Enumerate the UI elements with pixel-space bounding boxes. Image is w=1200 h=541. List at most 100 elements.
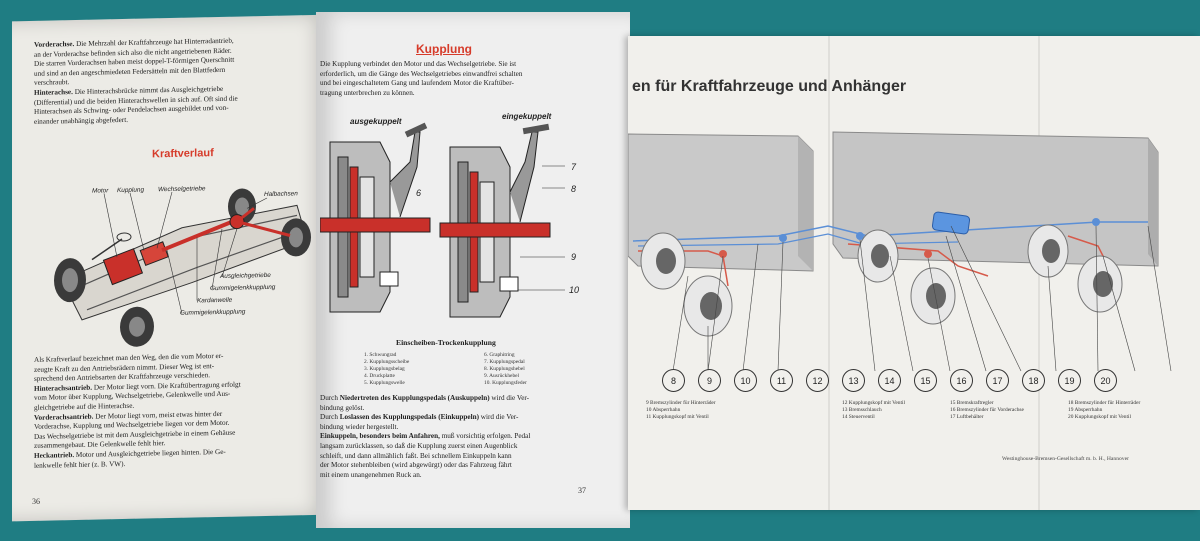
text-line-body: bindung gelöst. — [320, 403, 365, 412]
legend-item: 6. Graphitring — [484, 352, 515, 358]
figure-caption: Einscheiben-Trockenkupplung — [396, 338, 496, 347]
callout-circle-18: 18 — [1022, 369, 1045, 392]
callout-circle-19: 19 — [1058, 369, 1081, 392]
legend-item: 9 Bremszylinder für Hinterräder — [646, 400, 716, 406]
text-line-body: lenkwelle fehlt hier (z. B. VW). — [34, 459, 126, 470]
label-motor: Motor — [92, 187, 109, 195]
text-line-bold: Loslassen des Kupplungspedals (Einkuppel… — [339, 413, 479, 422]
label-ausgekuppelt: ausgekuppelt — [350, 117, 402, 126]
callout-9: 9 — [571, 252, 577, 262]
text-line: mit einem unangenehmen Ruck an. — [320, 471, 592, 481]
callout-circle-15: 15 — [914, 369, 937, 392]
label-halbachsen: Halbachsen — [264, 190, 298, 199]
text-line-bold: Hinterachse. — [34, 88, 73, 97]
text-line-body: wird die Ver- — [479, 413, 519, 422]
callout-circle-14: 14 — [878, 369, 901, 392]
label-gummigelenkkupplung-2: Gummigelenkkupplung — [180, 308, 246, 317]
text-line-body: einander unabhängig abgefedert. — [34, 115, 128, 126]
text-line-body: mit einem unangenehmen Ruck an. — [320, 470, 422, 479]
label-eingekuppelt: eingekuppelt — [502, 112, 552, 121]
text-line-bold: Einkuppeln, besonders beim Anfahren, — [320, 432, 440, 441]
text-line: tragung unterbrechen zu können. — [320, 89, 592, 99]
legend-item: 7. Kupplungspedal — [484, 359, 525, 365]
legend-item: 20 Kupplungskopf mit Ventil — [1068, 414, 1131, 420]
text-line-bold: Vorderachsantrieb. — [34, 412, 94, 422]
callout-circle-12: 12 — [806, 369, 829, 392]
label-kupplung: Kupplung — [117, 186, 145, 195]
kraftverlauf-heading: Kraftverlauf — [152, 147, 214, 161]
text-line-body: schleift, und dann allmählich faßt. Bei … — [320, 451, 512, 460]
legend-item: 14 Steuerventil — [842, 414, 875, 420]
text-line-body: der Motor stehenbleiben (wird abgewürgt)… — [320, 461, 512, 470]
legend-item: 13 Bremsschlauch — [842, 407, 882, 413]
text-line: und bei eingeschaltetem Gang und laufend… — [320, 79, 592, 89]
legend-item: 3. Kupplungsbelag — [364, 366, 405, 372]
text-line: bindung wieder hergestellt. — [320, 423, 592, 433]
text-line-body: gleichgetriebe auf die Hinterachse. — [34, 401, 135, 412]
text-line-bold: Heckantrieb. — [34, 450, 75, 460]
right-page-operation-text: Durch Niedertreten des Kupplungspedals (… — [320, 394, 592, 480]
text-line-body: langsam zurücklassen, so daß die Kupplun… — [320, 441, 518, 450]
text-line-prefix: Durch — [320, 413, 340, 422]
text-line-body: verschraubt. — [34, 78, 70, 88]
text-line-body: tragung unterbrechen zu können. — [320, 88, 415, 97]
label-kardanwelle: Kardanwelle — [197, 296, 233, 305]
text-line: Durch Loslassen des Kupplungspedals (Ein… — [320, 413, 592, 423]
label-gummigelenkkupplung-1: Gummigelenkkupplung — [210, 283, 276, 293]
legend-item: 18 Bremszylinder für Hinterräder — [1068, 400, 1141, 406]
text-line: Die Kupplung verbindet den Motor und das… — [320, 60, 592, 70]
text-line: bindung gelöst. — [320, 404, 592, 414]
text-line: der Motor stehenbleiben (wird abgewürgt)… — [320, 461, 592, 471]
text-line-bold: Hinterachsantrieb. — [34, 383, 93, 393]
clutch-illustration — [319, 122, 580, 327]
legend-item: 10 Absperrhahn — [646, 407, 681, 413]
right-book-page: Kupplung Die Kupplung verbindet den Moto… — [316, 12, 630, 528]
callout-circle-13: 13 — [842, 369, 865, 392]
legend-item: 12 Kupplungskopf mit Ventil — [842, 400, 905, 406]
legend-item: 19 Absperrhahn — [1068, 407, 1103, 413]
label-ausgleichgetriebe: Ausgleichgetriebe — [220, 271, 271, 280]
foldout-title: en für Kraftfahrzeuge und Anhänger — [632, 78, 907, 95]
left-page-number: 36 — [32, 496, 40, 506]
right-page-intro-text: Die Kupplung verbindet den Motor und das… — [320, 60, 592, 98]
foldout-publisher-footer: Westinghouse-Bremsen-Gesellschaft m. b. … — [1002, 456, 1129, 462]
callout-circle-8: 8 — [662, 369, 685, 392]
text-line-bold: Niedertreten des Kupplungspedals (Auskup… — [339, 394, 490, 402]
text-line: Einkuppeln, besonders beim Anfahren, muß… — [320, 432, 592, 442]
legend-item: 15 Bremskraftregler — [950, 400, 994, 406]
legend-item: 16 Bremszylinder für Vorderachse — [950, 407, 1024, 413]
text-line: erforderlich, um die Gänge des Wechselge… — [320, 70, 592, 80]
legend-item: 5. Kupplungswelle — [364, 380, 405, 386]
text-line-body: erforderlich, um die Gänge des Wechselge… — [320, 69, 523, 78]
callout-7: 7 — [571, 162, 577, 172]
callout-circle-11: 11 — [770, 369, 793, 392]
callout-circle-20: 20 — [1094, 369, 1117, 392]
text-line-body: wird die Ver- — [489, 394, 530, 402]
callout-10: 10 — [569, 285, 580, 295]
text-line-body: und bei eingeschaltetem Gang und laufend… — [320, 79, 514, 88]
legend-item: 1. Schwungrad — [364, 352, 397, 358]
legend-item: 11 Kupplungskopf mit Ventil — [646, 414, 709, 420]
callout-circle-17: 17 — [986, 369, 1009, 392]
fold-crease — [828, 36, 830, 510]
callout-6: 6 — [416, 188, 422, 198]
text-line-body: muß vorsichtig erfolgen. Pedal — [439, 432, 531, 441]
left-page-kraftverlauf-text: Als Kraftverlauf bezeichnet man den Weg,… — [34, 350, 324, 471]
text-line-body: Die Kupplung verbindet den Motor und das… — [320, 60, 517, 68]
text-line-bold: Vorderachse. — [34, 40, 75, 49]
legend-item: 8. Kupplungshebel — [484, 366, 525, 372]
truck-trailer-brake-diagram — [627, 126, 1200, 376]
legend-item: 9. Ausrückhebel — [484, 373, 520, 379]
callout-circle-10: 10 — [734, 369, 757, 392]
text-line-body: bindung wieder hergestellt. — [320, 422, 399, 431]
label-wechselgetriebe: Wechselgetriebe — [158, 185, 206, 194]
text-line: langsam zurücklassen, so daß die Kupplun… — [320, 442, 592, 452]
text-line: Durch Niedertreten des Kupplungspedals (… — [320, 394, 592, 404]
foldout-brake-diagram-page: en für Kraftfahrzeuge und Anhänger — [627, 36, 1200, 510]
right-page-number: 37 — [578, 486, 586, 495]
